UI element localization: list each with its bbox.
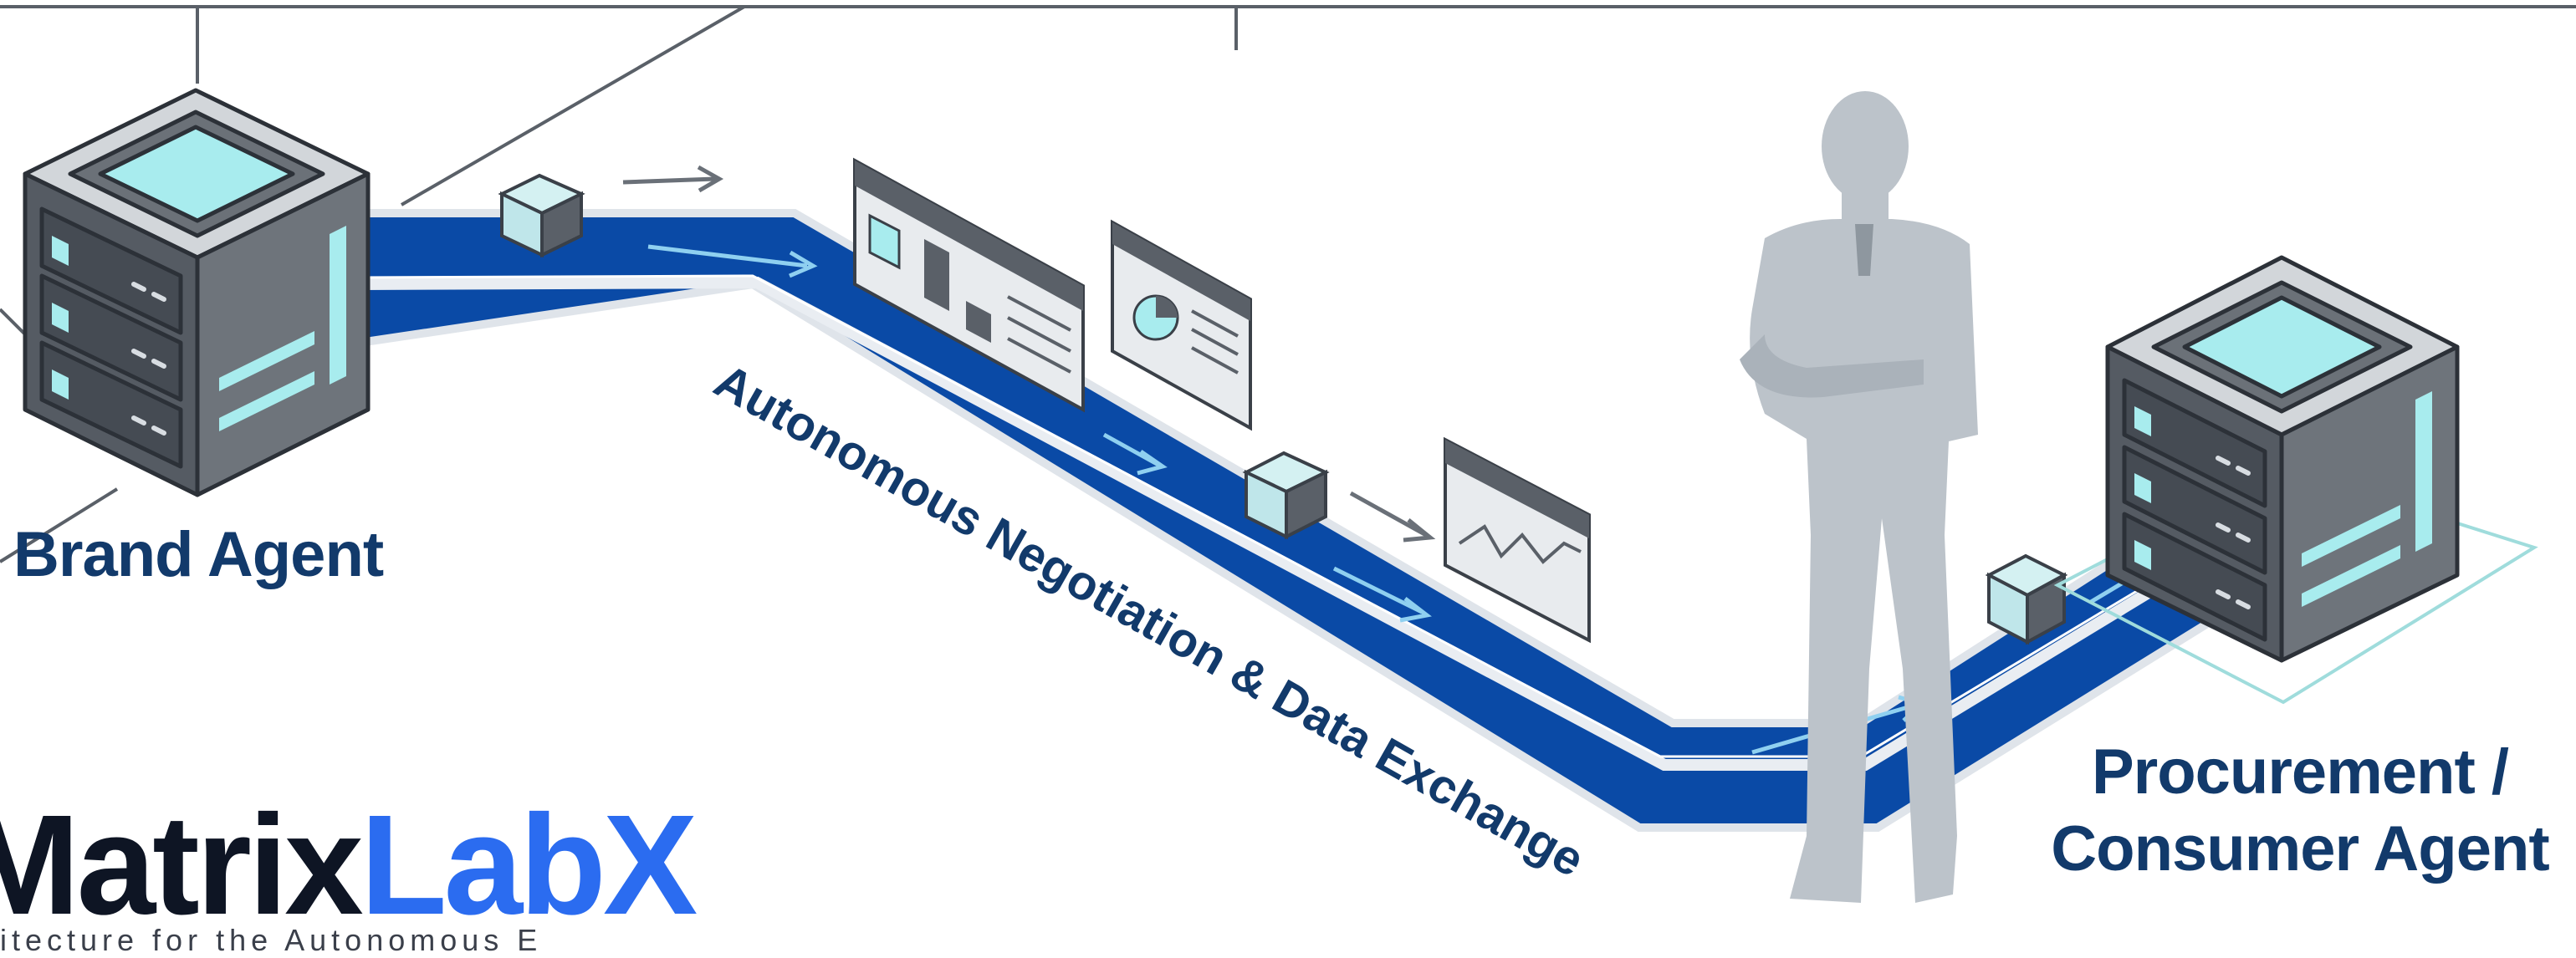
data-packet-icon (498, 173, 585, 258)
data-packet-icon (1985, 553, 2068, 645)
document-icon (853, 157, 1085, 413)
businessman-silhouette (1740, 91, 1978, 903)
tagline: itecture for the Autonomous E (0, 923, 543, 957)
server-icon-right (2053, 255, 2538, 705)
data-packet-icon (1242, 451, 1330, 540)
line-chart-icon (1444, 436, 1591, 644)
matrixlabx-logo: MatrixLabX (0, 794, 698, 936)
flow-arrows (622, 165, 2165, 755)
server-icon (23, 88, 371, 497)
background-lines (0, 5, 2576, 563)
pie-chart-icon (1111, 219, 1252, 431)
agent-pipeline-diagram: Autonomous Negotiation & Data Exchange (0, 5, 2576, 903)
consumer-agent-label-line2: Consumer Agent (2051, 813, 2549, 884)
logo-part-matrix: Matrix (0, 786, 364, 945)
logo-part-labx: LabX (360, 786, 698, 945)
consumer-agent-label-line1: Procurement / (2091, 736, 2509, 808)
brand-agent-label: Brand Agent (13, 519, 384, 590)
consumer-agent-label: Procurement / Consumer Agent (2041, 734, 2559, 888)
